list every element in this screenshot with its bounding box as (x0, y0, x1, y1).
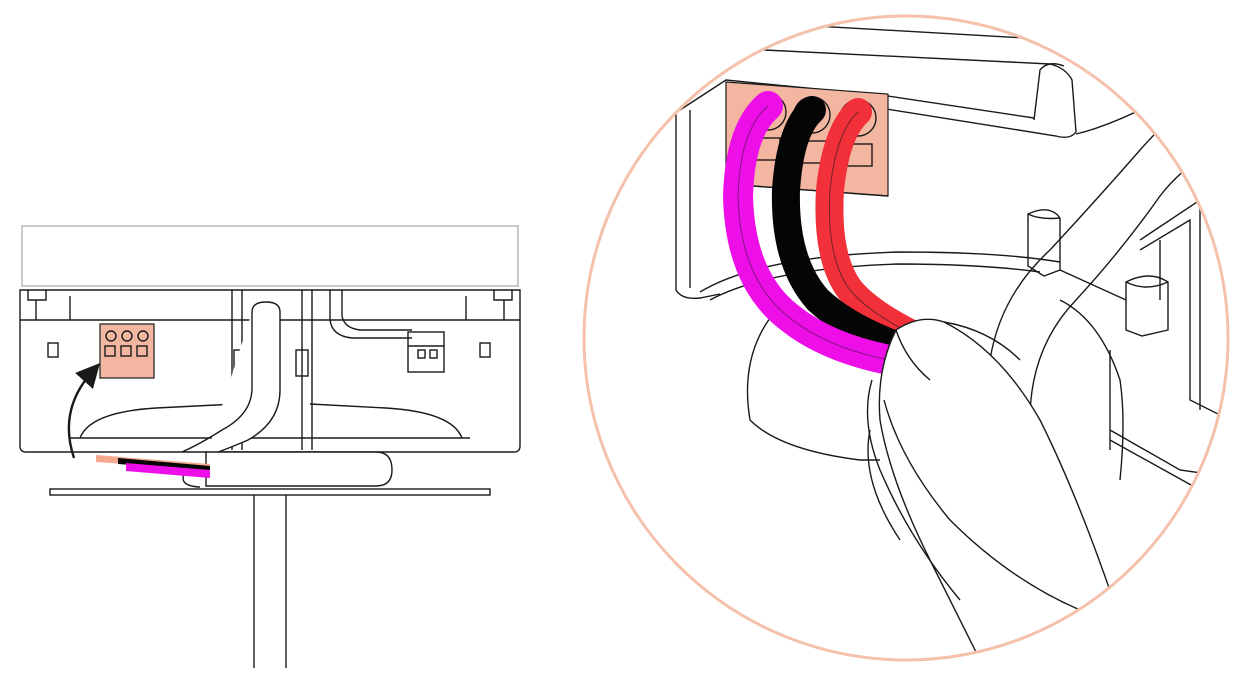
insertion-arrow (67, 363, 100, 459)
bowl-detail (746, 317, 880, 461)
cable-jacket-detail (866, 318, 1121, 660)
cable-overview (181, 301, 281, 457)
support-pole (253, 495, 287, 668)
housing-lid (21, 225, 519, 287)
terminal-block-overview (99, 323, 155, 379)
wires-detail (722, 91, 934, 377)
zoom-circle-ring (582, 14, 1230, 662)
detail-illustration (582, 14, 1230, 662)
stripped-wires-overview (96, 455, 210, 478)
cable-jacket-overview (182, 451, 393, 488)
mounting-plate (49, 488, 491, 496)
overview-illustration (19, 225, 521, 668)
wire-black (771, 96, 924, 364)
